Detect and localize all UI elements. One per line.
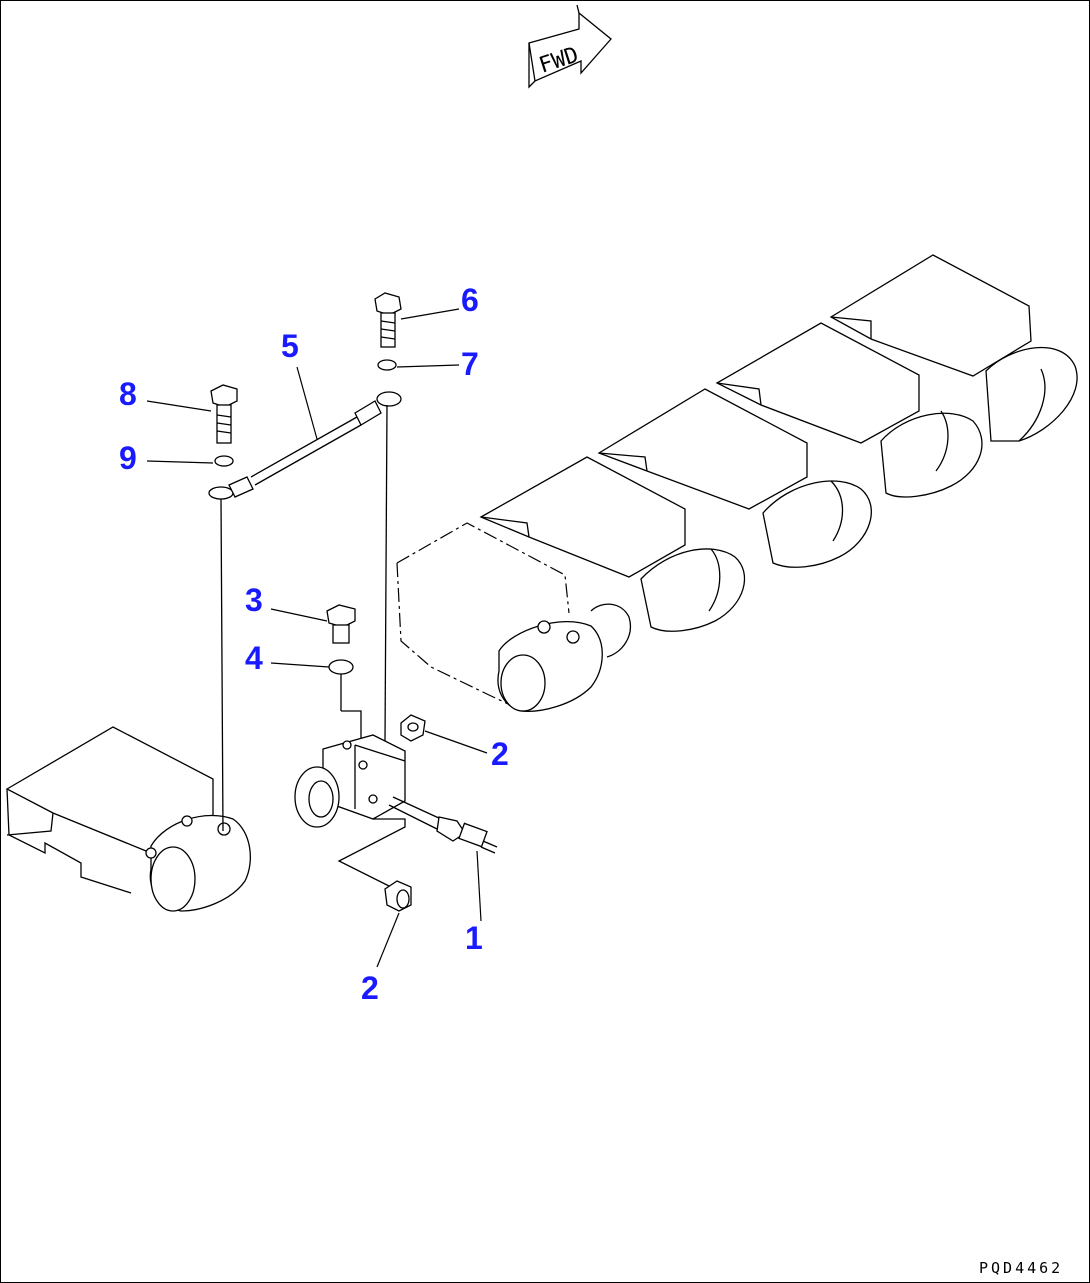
callout-6: 6 — [461, 282, 479, 318]
temperature-sensor-1-part — [388, 796, 498, 854]
bolt-3-part — [326, 604, 356, 644]
callouts: 1 2 2 3 4 5 6 7 8 9 — [119, 282, 509, 1006]
washer-4-part — [328, 659, 354, 675]
assembly-line-3 — [341, 710, 362, 741]
plug-2-lower-part — [384, 880, 412, 912]
plug-2-upper-part — [400, 714, 426, 742]
sensor-housing-part — [294, 734, 406, 828]
assembly-line-2-lower — [337, 818, 406, 888]
washer-7-part — [377, 359, 397, 371]
fwd-arrow-icon: FWD — [528, 4, 612, 89]
callout-7: 7 — [461, 346, 479, 382]
callout-5: 5 — [281, 328, 299, 364]
callout-8: 8 — [119, 376, 137, 412]
leader-lines — [146, 308, 488, 968]
ground-cable-part — [208, 391, 402, 832]
callout-9: 9 — [119, 440, 137, 476]
callout-2-lower: 2 — [361, 970, 379, 1006]
engine-block — [5, 254, 1078, 912]
callout-4: 4 — [245, 640, 263, 676]
bolt-6-part — [374, 292, 402, 348]
callout-1: 1 — [465, 920, 483, 956]
bolt-8-part — [210, 384, 238, 444]
callout-3: 3 — [245, 582, 263, 618]
callout-2-upper: 2 — [491, 736, 509, 772]
drawing-code: PQD4462 — [979, 1259, 1063, 1277]
washer-9-part — [214, 455, 234, 467]
